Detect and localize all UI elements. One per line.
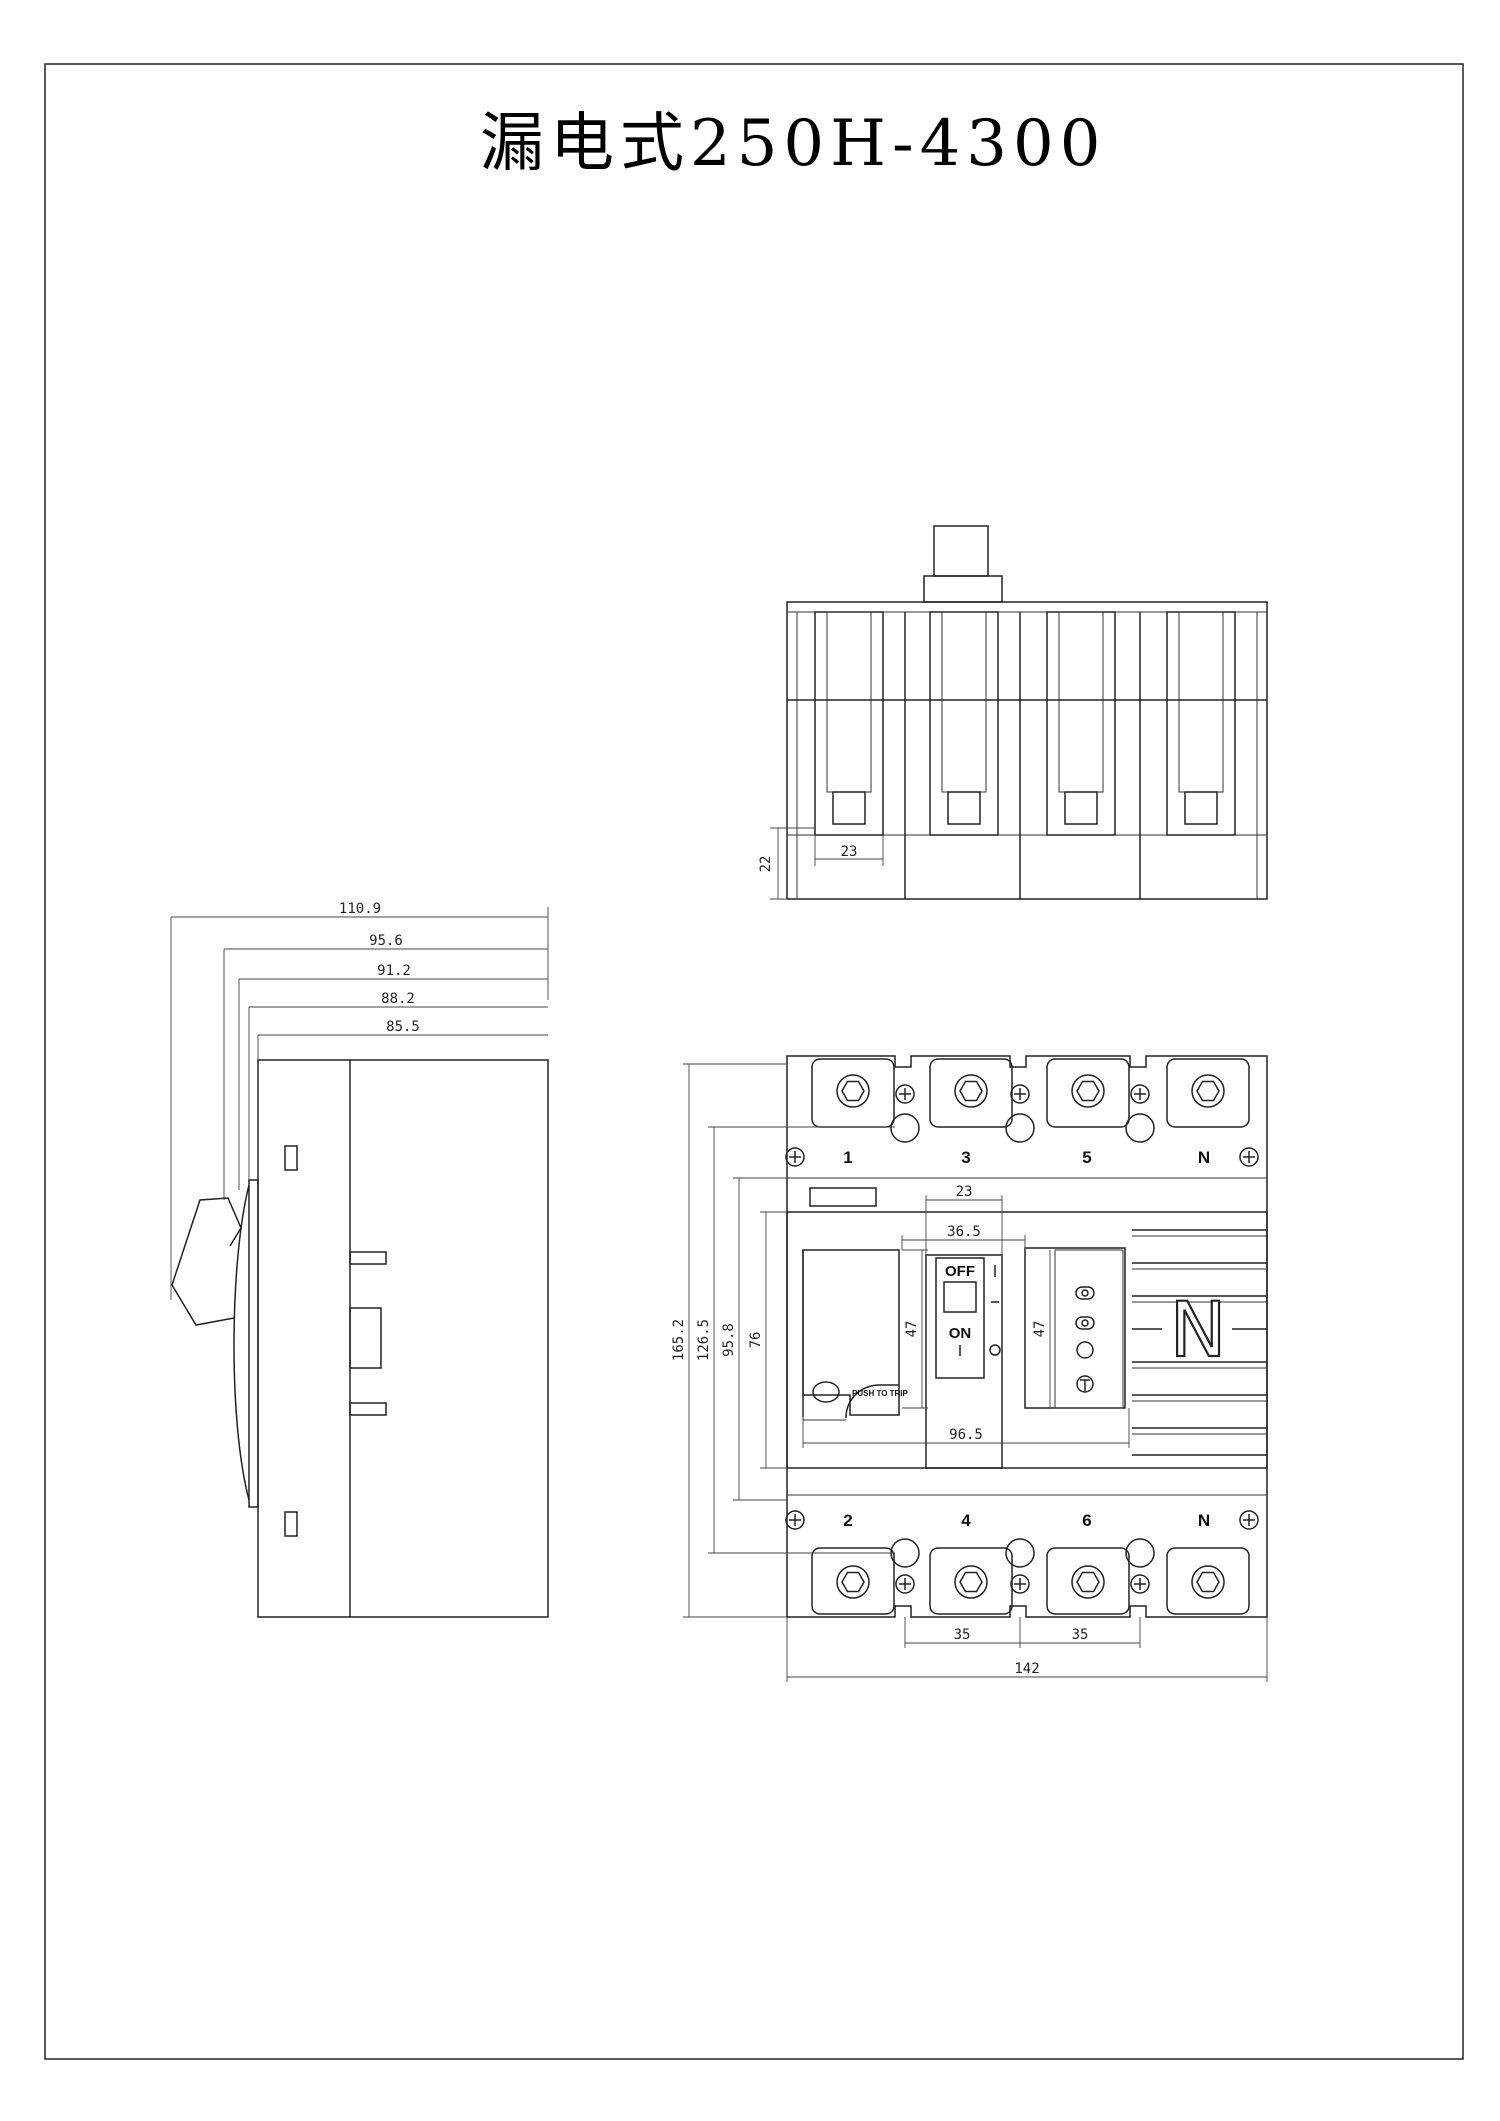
- terminal-label-bottom: 2: [843, 1511, 852, 1530]
- terminal-label-top: 5: [1082, 1148, 1091, 1167]
- top-view-slot: [1046, 611, 1116, 836]
- front-cover: [786, 1211, 1268, 1469]
- terminal-label-top: 3: [961, 1148, 970, 1167]
- dim-terminal-depth: 22: [758, 856, 774, 873]
- switch-toggle[interactable]: [943, 1281, 977, 1313]
- dim-width-142: 142: [1014, 1661, 1039, 1677]
- top-view: 23 22: [758, 525, 1268, 900]
- dim-terminal-width: 23: [841, 844, 858, 860]
- dim-height-165-2: 165.2: [671, 1319, 687, 1361]
- toggle-handle: [171, 1197, 242, 1326]
- dim-handle-23: 23: [956, 1184, 973, 1200]
- dim-pitch-35: 35: [954, 1627, 971, 1643]
- terminal-label-bottom: 4: [961, 1511, 971, 1530]
- terminal-label-bottom: N: [1198, 1511, 1210, 1530]
- terminal-label-top: N: [1198, 1148, 1210, 1167]
- nameplate: [809, 1187, 877, 1207]
- top-view-body: [786, 601, 1268, 900]
- drawing-frame: [44, 63, 1464, 2060]
- handle-window: [925, 1254, 1003, 1469]
- terminal-label-top: 1: [843, 1148, 852, 1167]
- top-view-slot: [1166, 611, 1236, 836]
- push-to-trip-label: PUSH TO TRIP: [852, 1389, 909, 1398]
- top-view-slot: [814, 611, 884, 836]
- dim-pitch-35: 35: [1072, 1627, 1089, 1643]
- dim-window-36-5: 36.5: [947, 1224, 981, 1240]
- top-view-slot: [929, 611, 999, 836]
- breaker-switch[interactable]: [935, 1257, 985, 1379]
- dim-side-88-2: 88.2: [381, 991, 415, 1007]
- switch-off-label: OFF: [945, 1263, 975, 1280]
- dim-height-76: 76: [748, 1332, 764, 1349]
- drawing-title: 漏电式250H-4300: [480, 107, 1106, 181]
- dim-side-85-5: 85.5: [386, 1019, 420, 1035]
- dim-panel-96-5: 96.5: [949, 1427, 983, 1443]
- dim-window-47-left: 47: [904, 1321, 920, 1338]
- side-view-body: [257, 1059, 549, 1618]
- dim-height-95-8: 95.8: [721, 1323, 737, 1357]
- dim-side-110-9: 110.9: [339, 901, 381, 917]
- push-to-trip-button[interactable]: [812, 1381, 840, 1403]
- terminal-label-bottom: 6: [1082, 1511, 1091, 1530]
- side-view: 110.9 95.6 91.2 88.2 85.5: [170, 901, 549, 1618]
- dim-height-126-5: 126.5: [696, 1319, 712, 1361]
- test-button[interactable]: [1076, 1375, 1094, 1393]
- dim-side-95-6: 95.6: [369, 933, 403, 949]
- neutral-label: N: [1170, 1285, 1227, 1374]
- dim-side-91-2: 91.2: [377, 963, 411, 979]
- dim-window-47-right: 47: [1032, 1321, 1048, 1338]
- switch-on-label: ON: [949, 1325, 972, 1342]
- front-view: 1 3 5 N 2 4 6 N PUSH: [671, 1055, 1268, 1682]
